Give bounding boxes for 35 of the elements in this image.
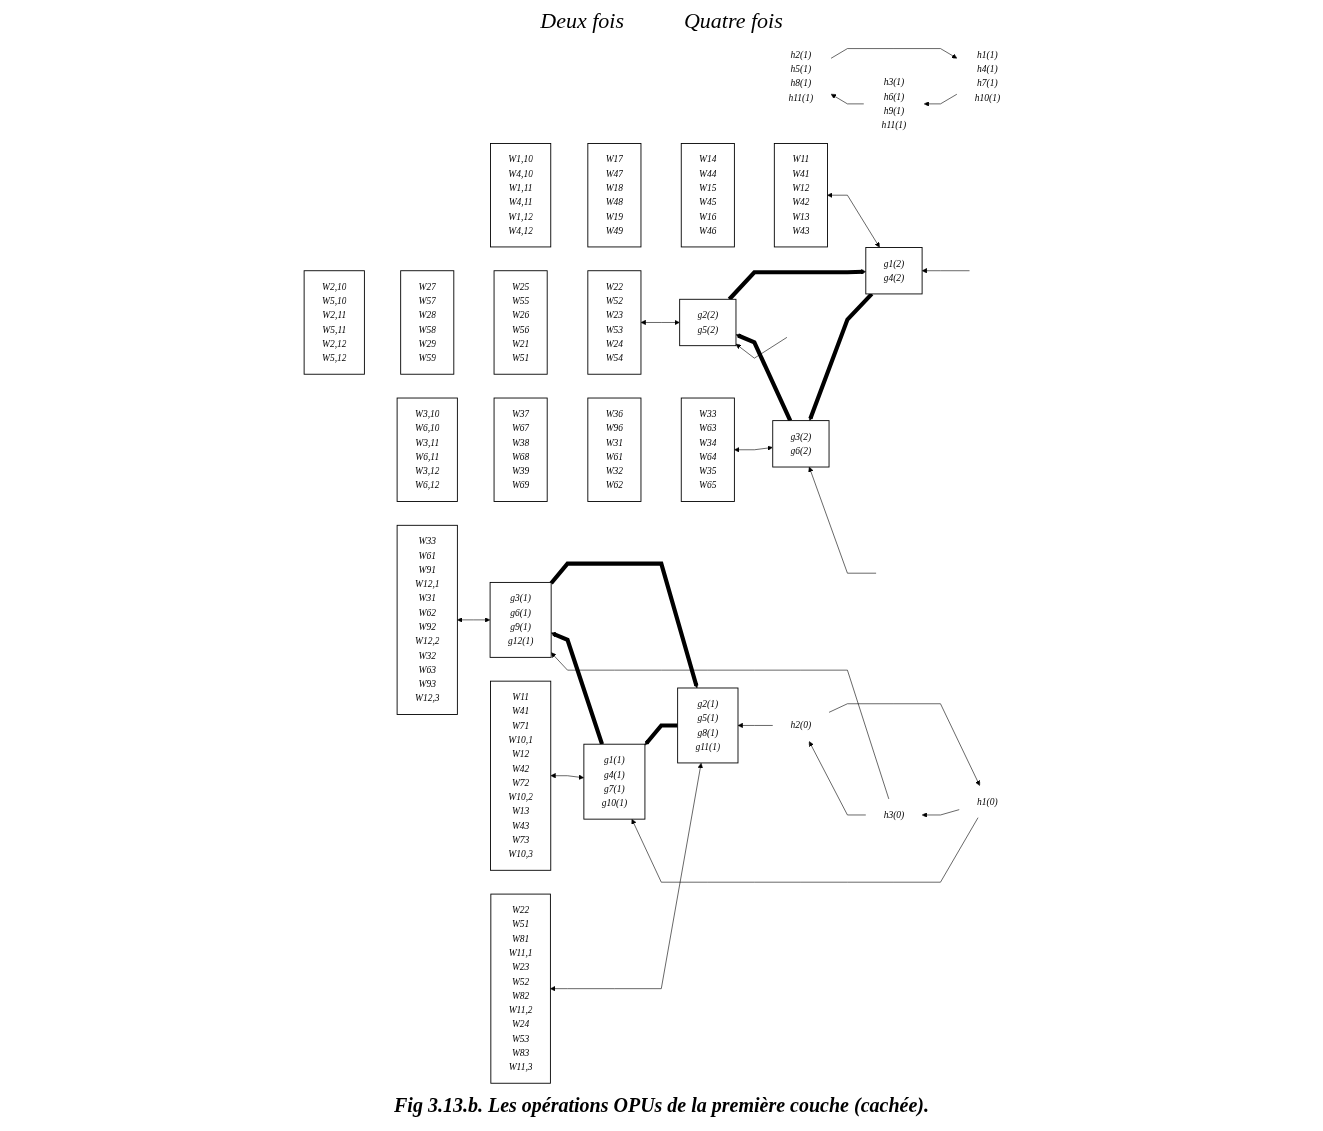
node-box: W3,10 W6,10 W3,11 W6,11 W3,12 W6,12 xyxy=(397,397,459,502)
node-box: W11 W41 W71 W10,1 W12 W42 W72 W10,2 W13 W43 W73 W10,3 xyxy=(490,680,552,871)
node-box: W27 W57 W28 W58 W29 W59 xyxy=(400,270,455,375)
node-box: W17 W47 W18 W48 W19 W49 xyxy=(587,143,642,248)
node-text: h1(0) xyxy=(977,796,999,807)
arrow xyxy=(808,292,874,421)
node-box: W36 W96 W31 W61 W32 W62 xyxy=(587,397,642,502)
node-box: W1,10 W4,10 W1,11 W4,11 W1,12 W4,12 xyxy=(490,143,552,248)
node-box: W25 W55 W26 W56 W21 W51 xyxy=(494,270,549,375)
figure-caption: Fig 3.13.b. Les opérations OPUs de la première couche (cachée). xyxy=(393,1093,930,1119)
node-box: g2(2) g5(2) xyxy=(679,298,737,347)
node-box: g3(2) g6(2) xyxy=(772,420,830,468)
arrow xyxy=(645,723,679,746)
node-box: g1(2) g4(2) xyxy=(865,247,924,295)
node-text: h2(1) h5(1) h8(1) h11(1) xyxy=(789,49,814,103)
node-text: h1(1) h4(1) h7(1) h10(1) xyxy=(975,49,1001,103)
node-box: W22 W51 W81 W11,1 W23 W52 W82 W11,2 W24 W53 W83 W11,3 xyxy=(490,893,552,1084)
node-box: W33 W61 W91 W12,1 W31 W62 W92 W12,2 W32 W63 W93 W12,3 xyxy=(397,524,459,715)
node-box: W22 W52 W23 W53 W24 W54 xyxy=(587,270,642,375)
node-box: W33 W63 W34 W64 W35 W65 xyxy=(681,397,736,502)
node-text: h2(0) xyxy=(791,720,812,731)
node-box: g1(1) g4(1) g7(1) g10(1) xyxy=(583,743,646,820)
node-box: W2,10 W5,10 W2,11 W5,11 W2,12 W5,12 xyxy=(304,270,366,375)
node-box: g2(1) g5(1) g8(1) g11(1) xyxy=(677,687,739,764)
arrow xyxy=(728,269,867,301)
loop-label: Quatre fois xyxy=(683,8,783,34)
arrow xyxy=(551,631,605,745)
node-box: W14 W44 W15 W45 W16 W46 xyxy=(681,143,736,248)
loop-label: Deux fois xyxy=(540,8,624,34)
node-text: h3(1) h6(1) h9(1) h11(1) xyxy=(882,77,907,131)
node-box: W37 W67 W38 W68 W39 W69 xyxy=(494,397,549,502)
node-box: W11 W41 W12 W42 W13 W43 xyxy=(774,143,829,248)
arrow xyxy=(550,561,699,689)
node-box: g3(1) g6(1) g9(1) g12(1) xyxy=(490,581,553,658)
node-text: h3(0) xyxy=(884,809,905,820)
